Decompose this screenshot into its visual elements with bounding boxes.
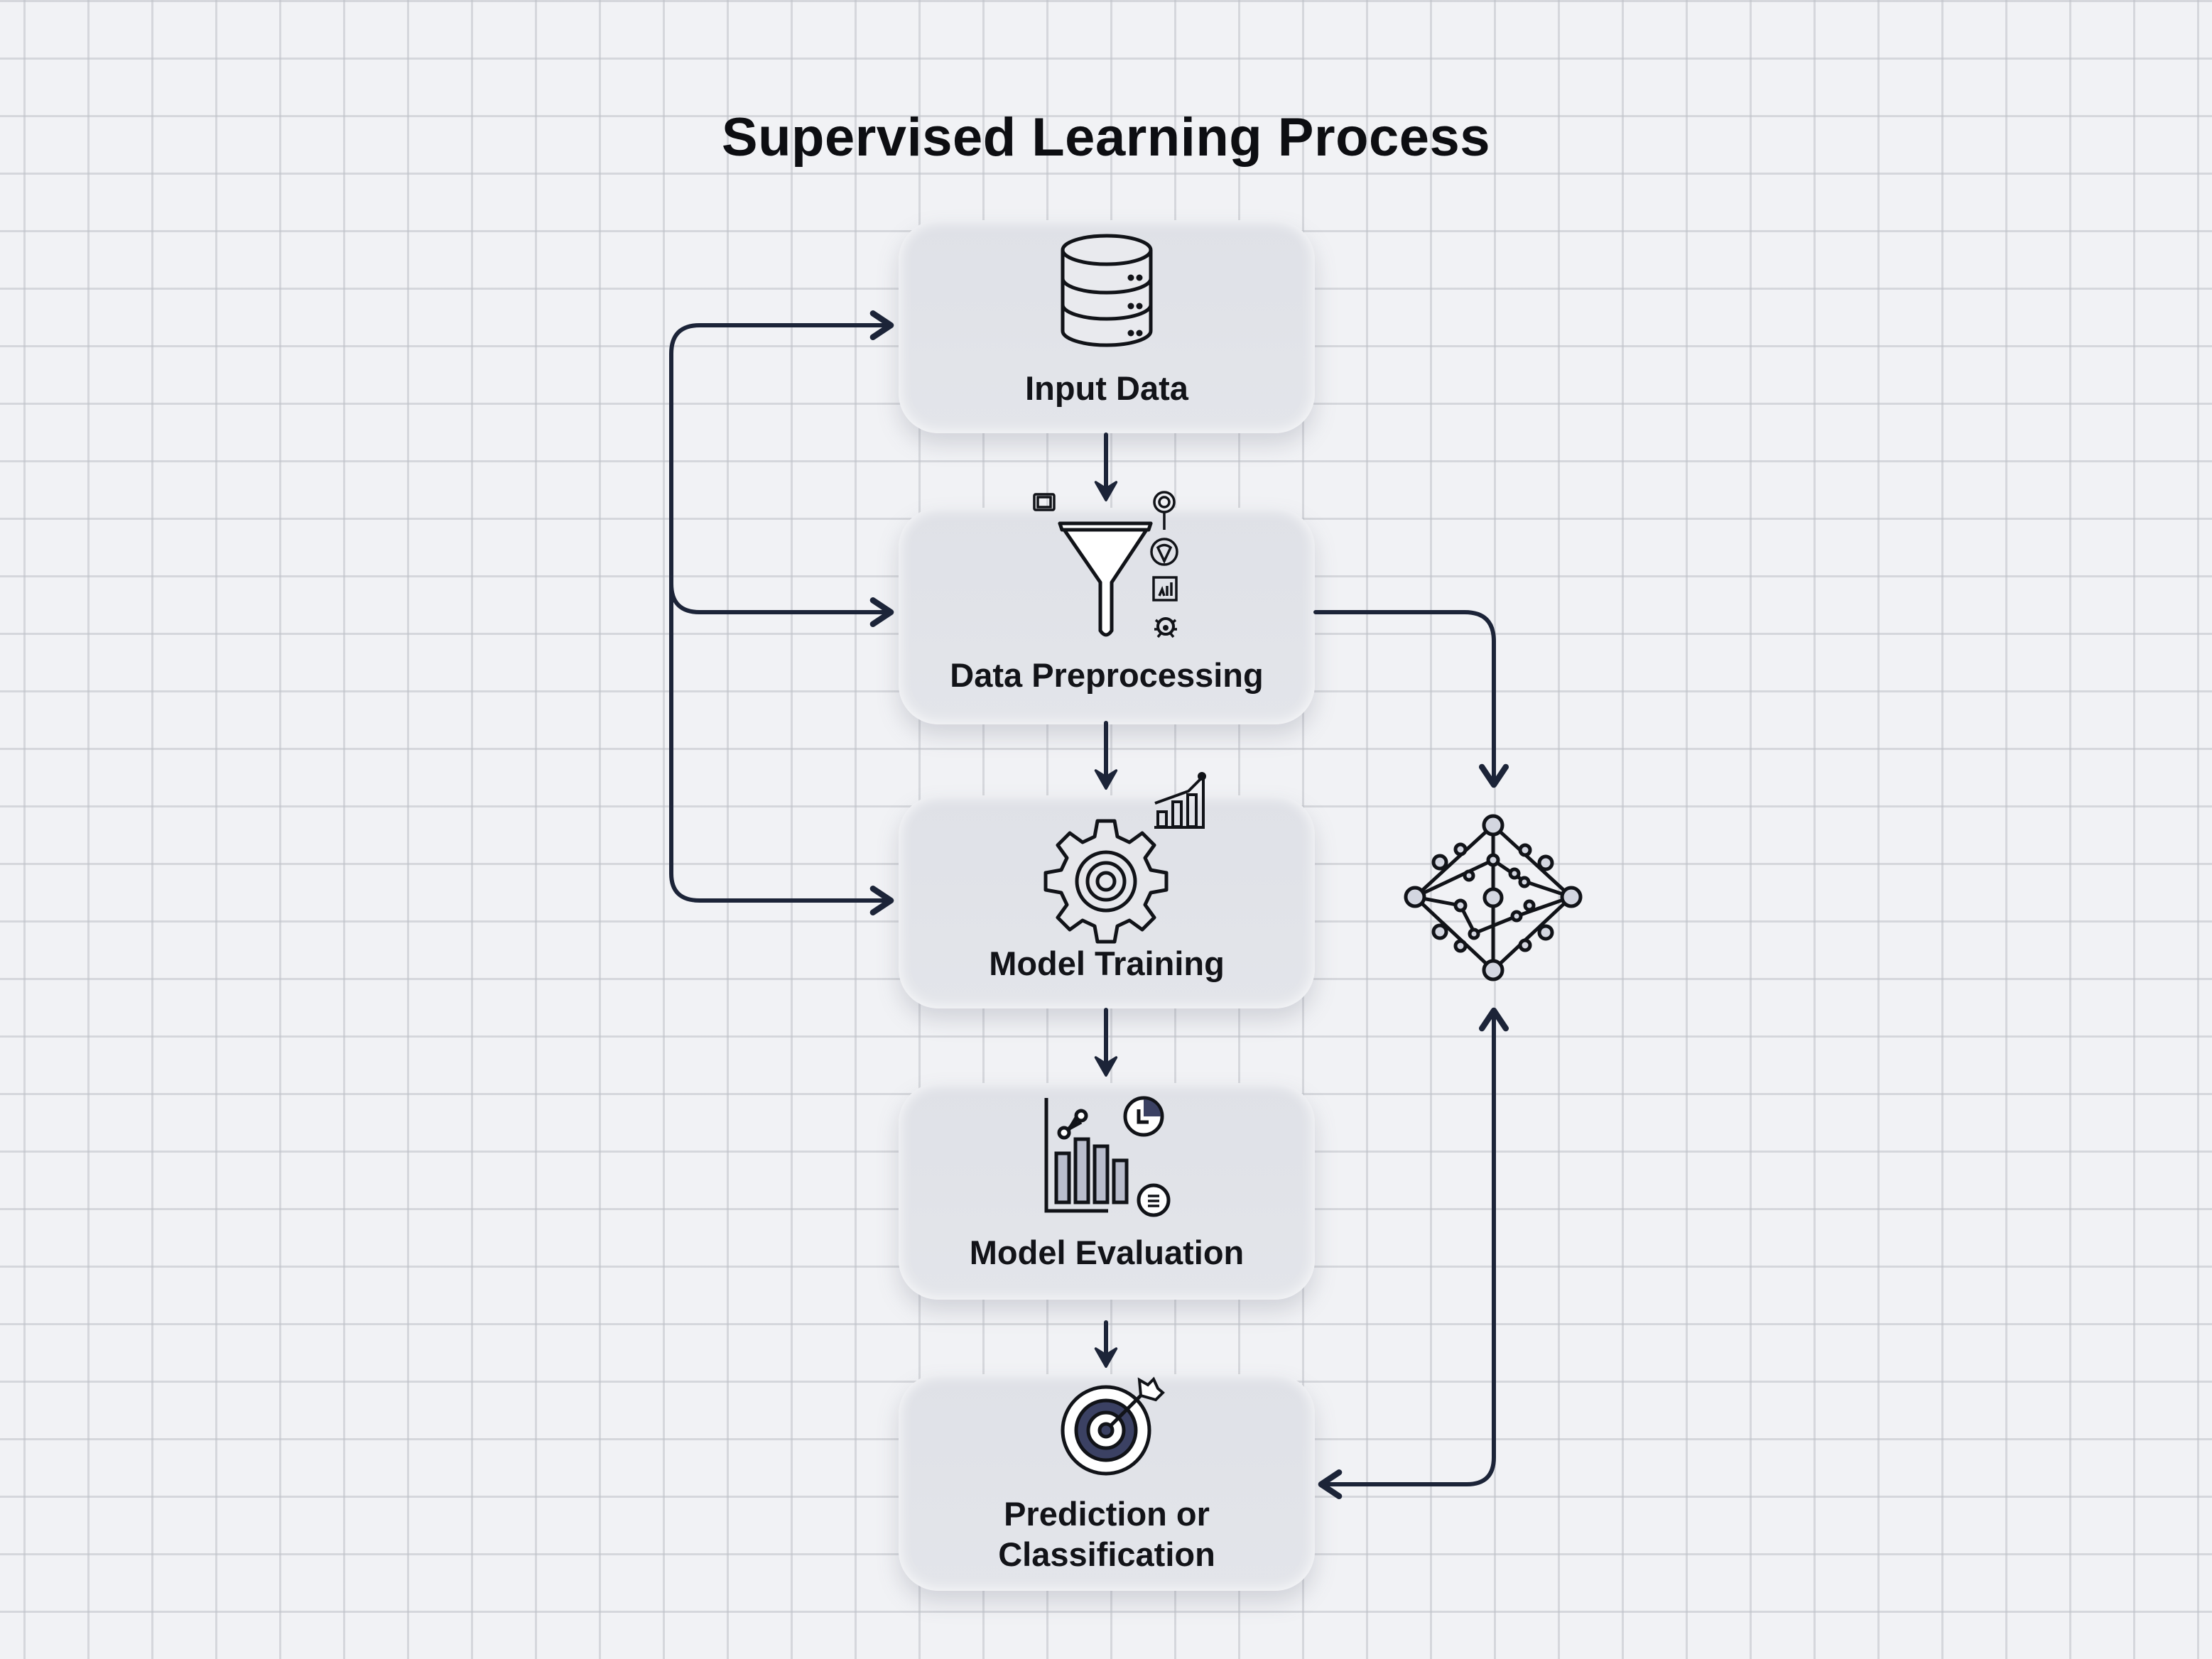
bug-small-icon — [1154, 617, 1177, 638]
node-label-line2: Classification — [998, 1535, 1215, 1573]
edge-bus-to-preprocessing — [669, 582, 894, 627]
monitor-small-icon — [1033, 493, 1056, 511]
location-pin-small-icon — [1150, 538, 1178, 566]
signal-chart-small-icon — [1152, 576, 1178, 602]
node-label: Model Training — [989, 945, 1225, 982]
edge-bus-to-training — [669, 871, 894, 915]
node-label: Input Data — [1025, 369, 1188, 407]
settings-small-icon — [1153, 491, 1176, 530]
edge-preprocessing-to-network — [1313, 610, 1509, 788]
funnel-icon — [1058, 521, 1153, 637]
gear-target-icon — [1043, 819, 1169, 944]
edge-bus-to-input — [669, 310, 894, 876]
clock-icon — [1123, 1096, 1164, 1137]
database-icon — [1061, 234, 1153, 347]
node-label: Model Evaluation — [969, 1234, 1245, 1271]
node-input-data[interactable]: Input Data — [899, 220, 1315, 433]
diagram-title: Supervised Learning Process — [721, 107, 1491, 168]
node-label-line1: Prediction or — [1004, 1495, 1210, 1533]
list-badge-icon — [1137, 1183, 1171, 1217]
node-label: Data Preprocessing — [950, 656, 1264, 694]
growth-chart-icon — [1154, 772, 1206, 829]
bar-chart-icon — [1044, 1098, 1129, 1213]
bullseye-icon — [1061, 1376, 1165, 1476]
edge-network-to-prediction — [1318, 1010, 1496, 1499]
neural-network-icon — [1404, 814, 1583, 981]
